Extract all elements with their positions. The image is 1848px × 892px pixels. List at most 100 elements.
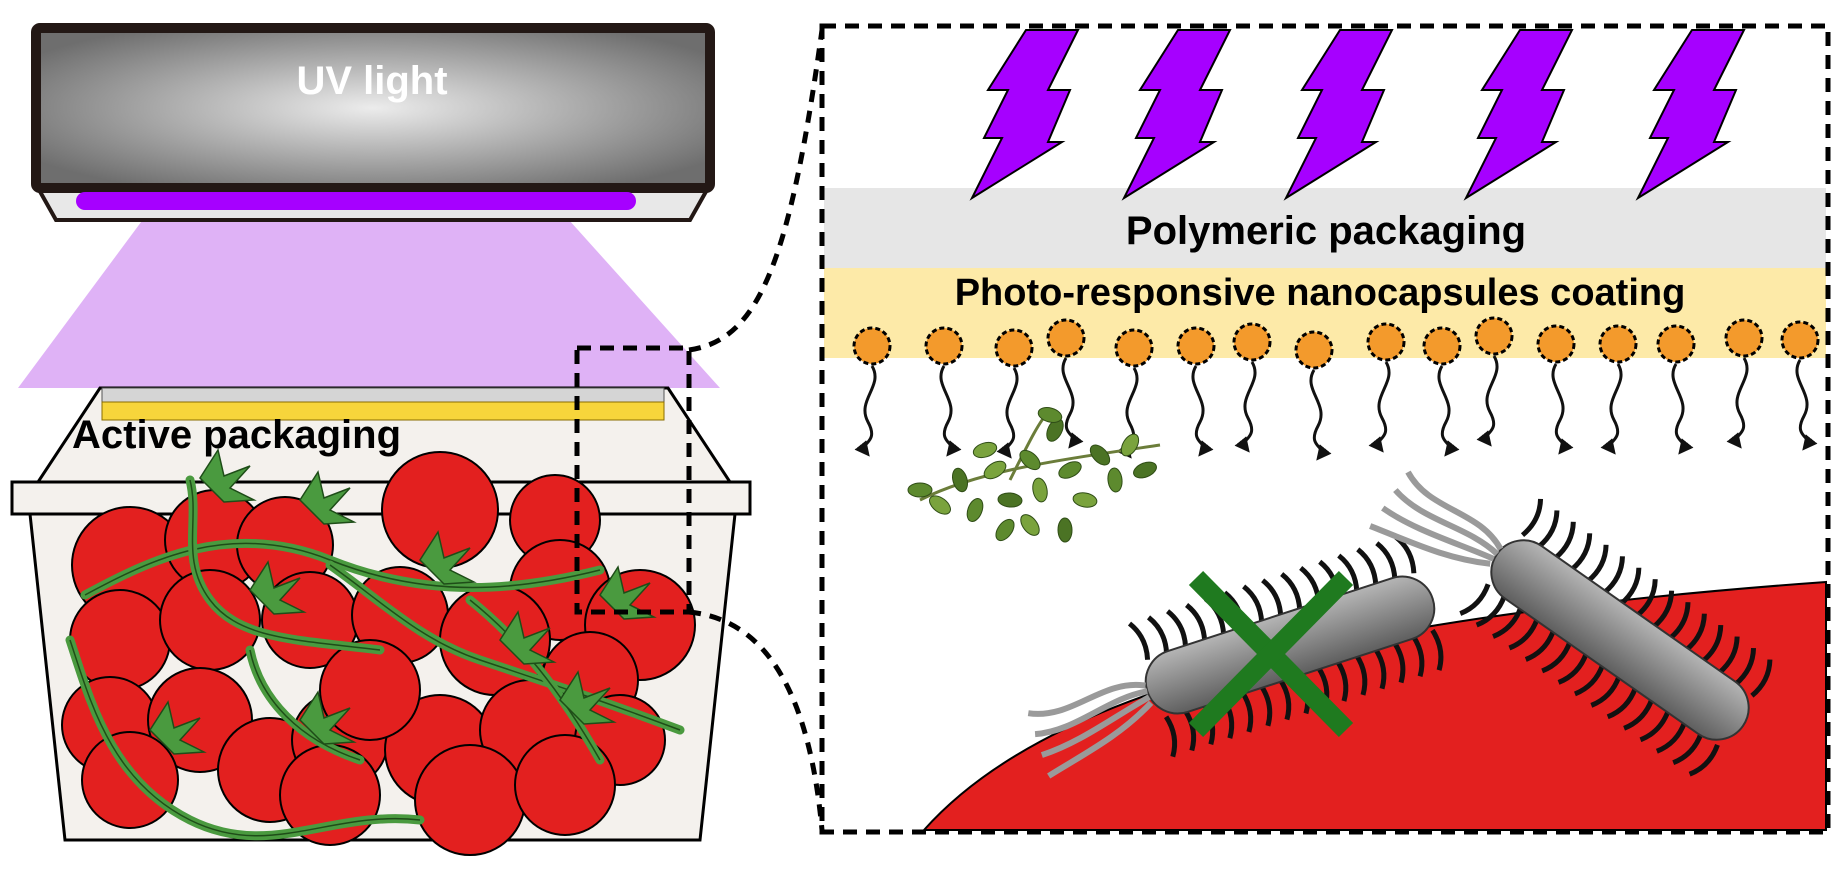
bacterium-pilus — [1672, 732, 1704, 766]
bacterium-pilus — [1508, 617, 1540, 651]
herb-leaf — [1058, 461, 1082, 479]
bacterium-pilus — [1184, 603, 1208, 642]
herb-leaf — [952, 467, 968, 493]
vine-outline — [469, 599, 601, 761]
bacterium-pilus — [1337, 553, 1360, 592]
bacterium-flagellum — [1047, 700, 1154, 779]
cross-mark-icon — [1188, 570, 1354, 738]
zoom-connector-top — [688, 29, 825, 353]
bacterium-pilus — [1492, 606, 1524, 639]
vine-outline — [84, 542, 601, 596]
bacterium-flagellum — [1369, 523, 1491, 567]
nanocapsule-icon — [852, 326, 892, 366]
tomato-vines — [65, 448, 685, 841]
vine-leaf — [299, 690, 357, 745]
vine-outline — [189, 479, 381, 651]
lightning-bolt-icon — [1463, 29, 1574, 201]
curved-arrow-icon — [939, 365, 962, 457]
lightning-bolt-icon — [969, 29, 1080, 201]
nanocapsule-icon — [1536, 324, 1576, 364]
bacterium-body — [1490, 539, 1750, 741]
vine-leaf — [499, 610, 557, 665]
bacterium-pilus — [1570, 533, 1593, 572]
bacterium-pilus — [1392, 641, 1406, 684]
vine-leaf — [599, 565, 657, 620]
herb-leaf — [1120, 433, 1140, 457]
vine-leaf — [419, 530, 477, 585]
curved-arrow-icon — [1600, 363, 1623, 455]
herb-leaf — [1019, 449, 1041, 471]
bacterium-flagellum — [1040, 694, 1151, 758]
curved-arrow-icon — [1671, 363, 1694, 455]
tomato — [514, 734, 616, 836]
zoom-panel: Polymeric packaging Photo-responsive nan… — [819, 23, 1831, 835]
nanocapsule-row — [852, 316, 1820, 461]
zoom-frame — [819, 23, 1831, 835]
tomato — [159, 569, 261, 671]
bacterium-pilus — [1411, 635, 1425, 678]
curved-arrow-icon — [1191, 365, 1214, 457]
herb-leaf — [1032, 477, 1048, 503]
nanocapsule-icon — [1780, 320, 1820, 360]
bacterium-pilus — [1557, 652, 1589, 685]
bacterium-pilus — [1553, 521, 1576, 560]
bacterium-pilus — [1356, 547, 1379, 586]
bacterium-pilus — [1606, 686, 1638, 720]
herb-leaf — [1072, 492, 1098, 508]
bacterium-pilus — [1541, 640, 1573, 674]
bacterium-pilus — [1259, 684, 1273, 727]
bacterium-pilus — [1375, 541, 1398, 580]
bacterium-pilus — [1684, 613, 1707, 652]
zoom-connector-bottom — [688, 609, 825, 831]
vine-leaf — [559, 670, 617, 725]
curved-arrow-icon — [854, 365, 877, 457]
vine-leaf — [299, 470, 357, 525]
uv-bolts — [969, 29, 1746, 201]
curved-arrow-icon — [1309, 369, 1332, 461]
herb-leaf — [997, 492, 1023, 508]
herb-leaf — [907, 482, 933, 498]
herb-leaf — [1107, 467, 1123, 493]
nanocapsule-icon — [1422, 326, 1462, 366]
lamp-housing — [31, 23, 715, 193]
active-packaging-label: Active packaging — [72, 413, 401, 457]
bacterium-icon — [1369, 470, 1773, 777]
bacterium-pilus — [1278, 678, 1292, 721]
curved-arrow-icon — [996, 367, 1019, 459]
nanocapsule-icon — [994, 328, 1034, 368]
vine-leaf — [199, 448, 257, 503]
bacterium-pilus — [1573, 663, 1606, 697]
active-film-gray — [101, 387, 665, 403]
bacterium-pilus — [1475, 594, 1507, 628]
bacterium-pilus — [1639, 709, 1671, 743]
curved-arrow-icon — [1368, 361, 1391, 453]
herb-leaf — [1020, 514, 1040, 536]
lightning-bolt-icon — [1121, 29, 1232, 201]
bacterium-flagellum — [1405, 470, 1504, 551]
herb-leaf — [972, 441, 998, 459]
nanocapsule-icon — [1176, 326, 1216, 366]
bacterium-pilus — [1590, 675, 1622, 708]
thyme-sprig-icon — [907, 407, 1161, 543]
bacterium-pilus — [1619, 567, 1642, 606]
vine-leaf — [249, 560, 307, 615]
bacterium-pilus — [1335, 659, 1349, 702]
tomato — [414, 744, 526, 856]
vine-leaf — [149, 700, 207, 755]
uv-light-label: UV light — [296, 59, 447, 103]
bacterium-pilus — [1146, 615, 1170, 654]
curved-arrow-icon — [1551, 363, 1574, 455]
herb-leaf — [1089, 444, 1111, 466]
bacterium-pilus — [1668, 602, 1691, 641]
bacterium-pilus — [1717, 636, 1740, 675]
vine-outline — [69, 639, 421, 837]
bacterium-pilus — [1354, 653, 1368, 696]
bacterium-flagellum — [1027, 681, 1146, 717]
bacterium-pilus — [1586, 544, 1609, 583]
bacterium-pilus — [1165, 609, 1189, 648]
bacterium-pilus — [1280, 572, 1303, 611]
active-film-yellow — [101, 401, 665, 421]
bacterium-pilus — [1602, 556, 1625, 595]
bacterium-pilus — [1242, 584, 1265, 623]
nanocapsule-icon — [1366, 322, 1406, 362]
